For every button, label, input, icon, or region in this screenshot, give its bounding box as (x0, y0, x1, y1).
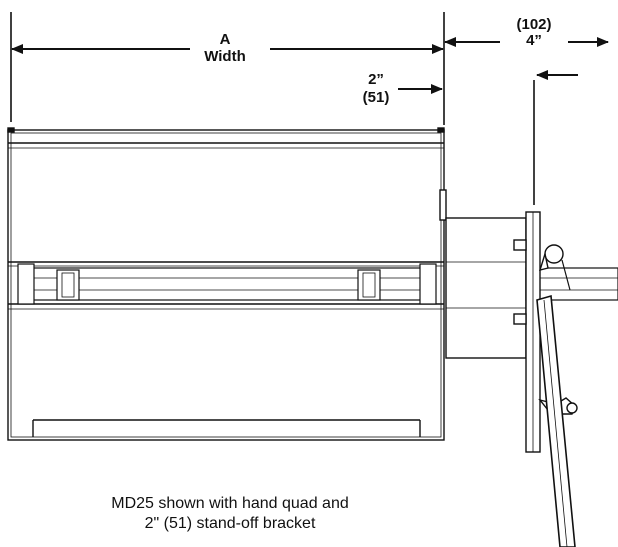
standoff-bracket (439, 189, 527, 359)
tube-detail (17, 263, 437, 305)
extension-lines (10, 12, 535, 205)
dimension-arrows (11, 37, 609, 94)
width-dimension-letter: A (219, 31, 231, 48)
crank-handle (536, 294, 576, 547)
figure-caption-line1: MD25 shown with hand quad and (111, 495, 349, 512)
offset-inch-label: 2” (368, 71, 384, 88)
figure-caption-line2: 2" (51) stand-off bracket (144, 515, 316, 532)
projection-mm-label: (102) (516, 16, 552, 33)
offset-mm-label: (51) (362, 89, 390, 106)
width-dimension-label: Width (204, 48, 246, 65)
projection-inch-label: 4” (526, 32, 542, 49)
